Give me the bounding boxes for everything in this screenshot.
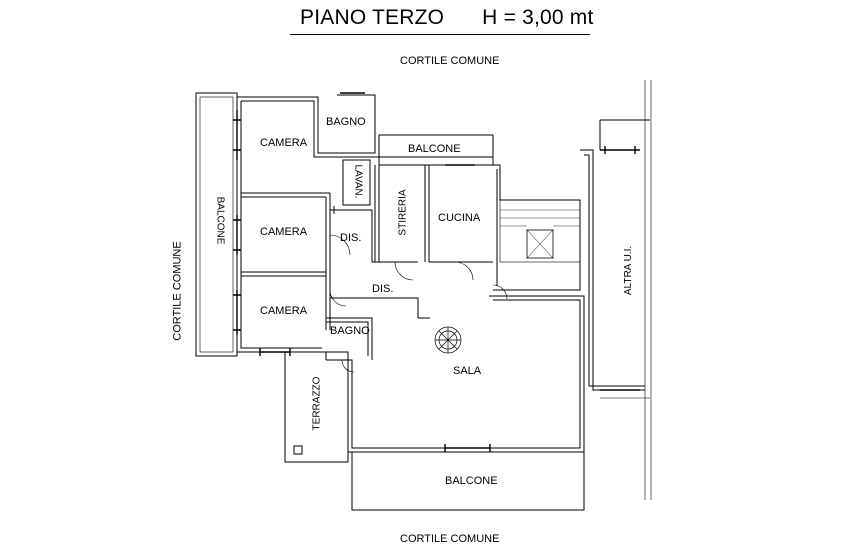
floor-label: PIANO TERZO xyxy=(300,6,445,29)
room-dis-2: DIS. xyxy=(372,283,394,295)
room-stireria: STIRERIA xyxy=(397,189,409,236)
plan-title: PIANO TERZO H = 3,00 mt xyxy=(300,6,594,30)
room-camera-1: CAMERA xyxy=(260,137,308,149)
room-cucina: CUCINA xyxy=(438,212,481,224)
windows xyxy=(233,92,640,452)
surroundings-right-label: ALTRA U.I. xyxy=(623,245,635,296)
room-bagno-1: BAGNO xyxy=(326,116,366,128)
surroundings-left-label: CORTILE COMUNE xyxy=(171,241,184,341)
room-balcone-left: BALCONE xyxy=(214,196,226,245)
surroundings-bottom-label: CORTILE COMUNE xyxy=(400,533,500,545)
surroundings-top-label: CORTILE COMUNE xyxy=(400,55,500,67)
room-bagno-2: BAGNO xyxy=(330,325,370,337)
compass-rose-icon xyxy=(434,326,462,354)
interior-walls xyxy=(241,159,493,360)
doors xyxy=(329,234,508,373)
ceiling-height-label: H = 3,00 mt xyxy=(482,6,594,29)
room-dis-1: DIS. xyxy=(340,232,362,244)
room-balcone-top: BALCONE xyxy=(408,143,461,155)
outer-walls xyxy=(195,80,652,511)
title-underline xyxy=(290,34,590,35)
room-balcone-bottom: BALCONE xyxy=(445,475,498,487)
room-camera-3: CAMERA xyxy=(260,305,308,317)
room-sala: SALA xyxy=(453,365,482,377)
room-camera-2: CAMERA xyxy=(260,226,308,238)
room-lavanderia: LAVAN. xyxy=(352,164,364,199)
room-terrazzo: TERRAZZO xyxy=(311,376,323,431)
